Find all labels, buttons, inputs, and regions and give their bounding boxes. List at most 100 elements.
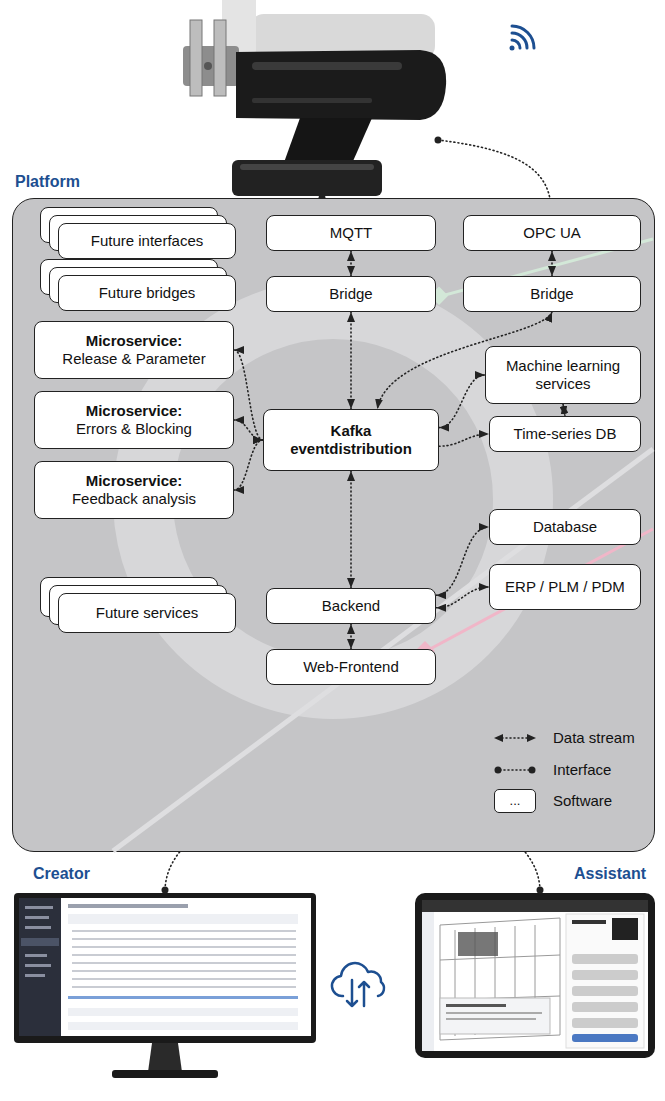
wifi-icon — [510, 26, 535, 51]
box-label: Microservice: — [86, 402, 183, 420]
tablet-illustration-part — [612, 918, 638, 940]
bridge-box: Bridge — [266, 276, 436, 312]
screwdriver-tool-part — [204, 62, 212, 70]
monitor-illustration-part-part — [72, 970, 296, 972]
software-sample: ... — [494, 789, 536, 813]
wifi-icon-part — [512, 26, 534, 48]
screwdriver-tool-part — [190, 20, 202, 96]
tablet-illustration-part — [415, 893, 655, 1058]
data-stream-connector — [350, 624, 352, 649]
box-body: Release & Parameter — [62, 350, 205, 368]
interface-box: Future interfaces — [58, 223, 236, 259]
legend-text: Interface — [553, 761, 611, 779]
data-stream-sample-part — [502, 737, 528, 739]
device-label: Creator — [33, 864, 90, 884]
data-stream-sample-part — [494, 734, 503, 742]
data-stream-connector — [234, 350, 263, 440]
monitor-illustration-part — [68, 1008, 298, 1016]
monitor-illustration-part — [68, 914, 298, 924]
tablet-illustration-part — [440, 918, 560, 1040]
tablet-illustration-part — [446, 1012, 542, 1014]
data-stream-connector — [350, 312, 352, 409]
device-label: Assistant — [574, 864, 646, 884]
monitor-illustration-part — [68, 1022, 298, 1030]
monitor-illustration-part — [72, 930, 296, 988]
screwdriver-tool-part — [252, 98, 372, 103]
data-stream-sample — [494, 734, 536, 742]
box-label: Microservice: — [86, 472, 183, 490]
monitor-illustration-part — [68, 904, 188, 908]
tablet-illustration — [415, 893, 655, 1058]
box-label: Web-Frontend — [303, 658, 399, 676]
backend-box: Backend — [266, 588, 436, 624]
monitor-illustration-part — [148, 1043, 182, 1072]
monitor-illustration-part-part — [72, 938, 296, 940]
data-stream-connector — [436, 587, 489, 608]
screwdriver-tool-part — [240, 164, 374, 170]
monitor-illustration-part — [25, 926, 51, 929]
box-label: Future bridges — [99, 284, 196, 302]
data-stream-connector — [234, 420, 263, 440]
box-label: Microservice: — [86, 332, 183, 350]
interface-box: OPC UA — [463, 215, 641, 251]
screwdriver-tool — [183, 20, 446, 196]
bridge-box: Future bridges — [58, 275, 236, 311]
interface-sample-part — [495, 767, 502, 774]
screwdriver-tool-part — [252, 62, 402, 70]
screwdriver-tool-part — [236, 50, 446, 120]
tablet-illustration-part — [440, 998, 550, 1034]
data-stream-connector — [436, 527, 489, 595]
box-label: Bridge — [530, 285, 573, 303]
monitor-illustration-part-part — [72, 978, 296, 980]
data-stream-connector — [551, 251, 553, 276]
tablet-illustration-part — [422, 900, 648, 1051]
monitor-illustration-part — [25, 916, 49, 919]
box-label: Bridge — [329, 285, 372, 303]
service-box: Machine learning services — [485, 346, 641, 404]
tablet-illustration-part — [566, 914, 644, 1048]
monitor-illustration-part — [25, 954, 47, 957]
data-stream-connector — [563, 404, 565, 416]
tablet-illustration-part-part — [572, 954, 638, 964]
software-symbol: ... — [510, 794, 521, 808]
monitor-illustration-part — [21, 938, 59, 946]
data-stream-connector — [439, 434, 489, 446]
interface-sample-part — [529, 767, 536, 774]
screwdriver-tool-part — [214, 20, 226, 96]
monitor-illustration-part-part — [72, 986, 296, 988]
box-label: Kafka eventdistribution — [272, 422, 430, 458]
microservice-box: Microservice:Errors & Blocking — [34, 391, 234, 449]
monitor-illustration-part-part — [72, 962, 296, 964]
microservice-box: Microservice:Release & Parameter — [34, 321, 234, 379]
data-stream-sample-part — [527, 734, 536, 742]
interface-wires-part-part — [435, 137, 442, 144]
screwdriver-tool-part — [232, 160, 382, 196]
platform-region: Platform ... Future interfacesMQTTOPC UA… — [12, 198, 655, 852]
box-body: Errors & Blocking — [76, 420, 192, 438]
monitor-illustration-part — [25, 906, 53, 909]
tablet-illustration-part-part — [440, 955, 560, 1000]
tablet-illustration-part-part — [572, 986, 638, 996]
box-label: ERP / PLM / PDM — [505, 578, 625, 596]
box-label: MQTT — [330, 224, 373, 242]
tablet-illustration-part — [446, 1004, 506, 1007]
tablet-illustration-part-part — [572, 1018, 638, 1028]
tablet-illustration-part — [572, 954, 638, 1028]
monitor-illustration-part — [19, 898, 61, 1036]
monitor-illustration-part-part — [72, 930, 296, 932]
tablet-illustration-part — [422, 900, 648, 912]
box-label: Future interfaces — [91, 232, 204, 250]
interface-sample — [495, 767, 536, 774]
tablet-illustration-part — [572, 1034, 638, 1042]
interface-box: MQTT — [266, 215, 436, 251]
monitor-illustration-part — [25, 974, 45, 977]
cloud-sync-icon-part — [332, 963, 384, 996]
cloud-sync-icon-part — [359, 982, 369, 1006]
tablet-illustration-part — [572, 920, 606, 924]
box-label: Time-series DB — [514, 425, 617, 443]
tablet-illustration-part-part — [572, 1002, 638, 1012]
data-stream-connector — [350, 251, 352, 276]
data-stream-connector — [439, 375, 485, 428]
monitor-illustration-part — [14, 893, 316, 1043]
tablet-illustration-part — [458, 932, 498, 956]
